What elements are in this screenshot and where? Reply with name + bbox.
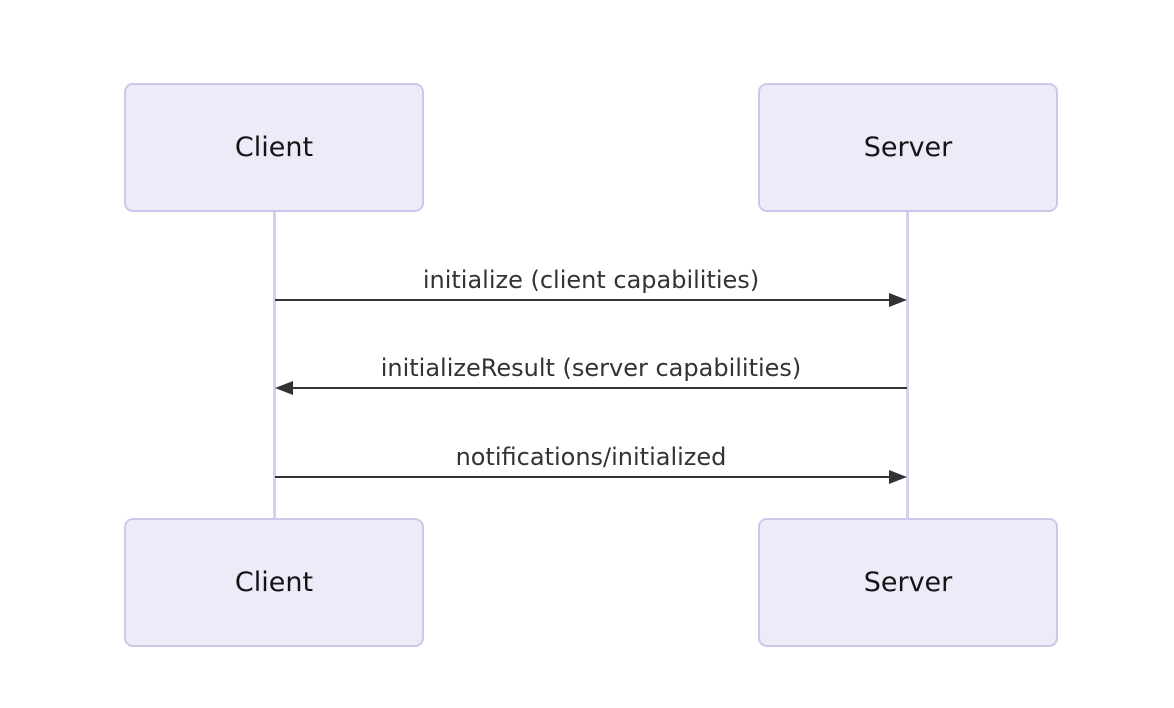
actor-label-server-top: Server	[863, 132, 953, 163]
message-label: initialize (client capabilities)	[422, 266, 760, 294]
message-label: initializeResult (server capabilities)	[380, 354, 802, 382]
message-initialize-result: initializeResult (server capabilities)	[275, 346, 907, 395]
lifeline-server	[906, 212, 909, 518]
arrowhead-right-icon	[889, 293, 907, 307]
message-line	[275, 299, 890, 301]
actor-box-server-top: Server	[758, 83, 1058, 212]
actor-box-server-bottom: Server	[758, 518, 1058, 647]
message-line	[275, 476, 890, 478]
message-label: notifications/initialized	[455, 443, 727, 471]
actor-box-client-top: Client	[124, 83, 424, 212]
actor-label-server-bottom: Server	[863, 567, 953, 598]
message-initialize: initialize (client capabilities)	[275, 258, 907, 307]
message-notifications-initialized: notifications/initialized	[275, 435, 907, 484]
actor-box-client-bottom: Client	[124, 518, 424, 647]
arrowhead-left-icon	[275, 381, 293, 395]
actor-label-client-top: Client	[234, 132, 314, 163]
message-line	[292, 387, 907, 389]
arrowhead-right-icon	[889, 470, 907, 484]
lifeline-client	[273, 212, 276, 518]
actor-label-client-bottom: Client	[234, 567, 314, 598]
